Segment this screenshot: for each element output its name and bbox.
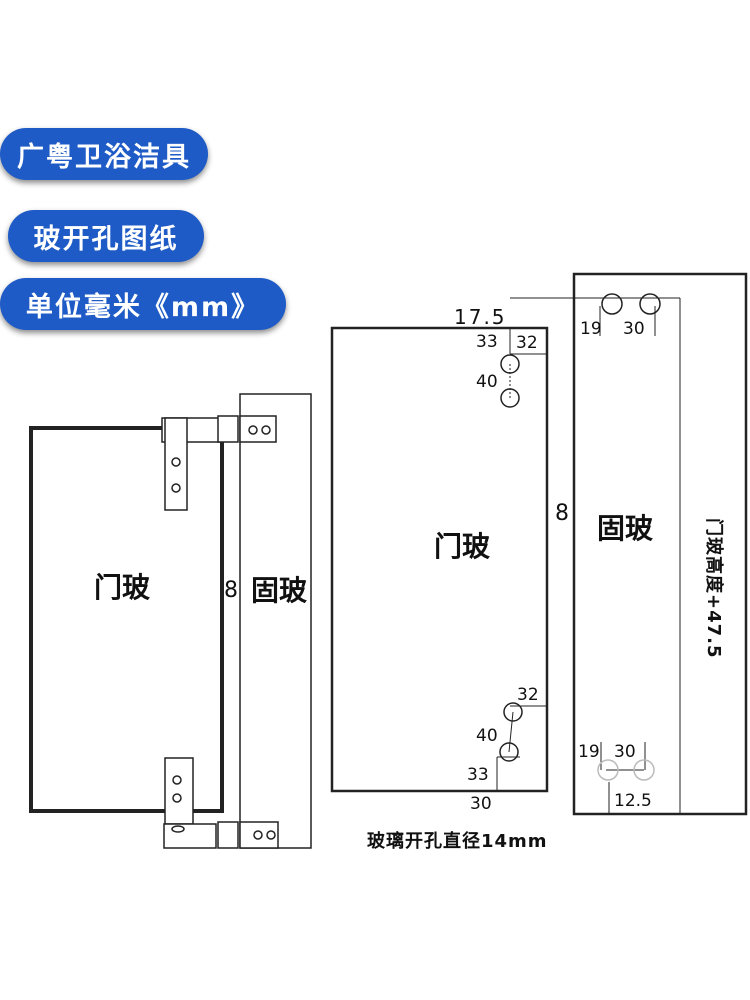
left-top-hinge — [161, 415, 277, 511]
left-bottom-hinge — [163, 757, 279, 849]
left-door-label: 门玻 — [94, 571, 150, 604]
door-top-spacing-label: 40 — [476, 372, 498, 392]
right-gap-label: 8 — [555, 501, 569, 526]
unit-badge: 单位毫米《mm》 — [0, 278, 286, 330]
door-bottom-hole-1 — [503, 702, 523, 722]
right-fixed-glass — [572, 272, 748, 816]
fixed-bottom-right-label: 30 — [614, 742, 636, 762]
fixed-bottom-left-label: 19 — [578, 742, 600, 762]
door-bottom-hole-2 — [499, 742, 519, 762]
right-holes — [499, 293, 661, 781]
door-bottom-spacing-label: 40 — [476, 726, 498, 746]
door-bottom-offset-label: 30 — [470, 794, 492, 814]
door-top-h-label: 32 — [516, 333, 538, 353]
right-assembly — [330, 272, 748, 816]
fixed-top-hole-2 — [639, 293, 661, 315]
door-bottom-h-label: 32 — [517, 685, 539, 705]
offset-top-label: 17.5 — [454, 305, 507, 329]
fixed-bottom-hole-2 — [633, 759, 655, 781]
fixed-top-right-label: 30 — [623, 319, 645, 339]
title-badge: 玻开孔图纸 — [8, 210, 204, 262]
fixed-height-note: 门玻高度+47.5 — [703, 518, 725, 659]
door-top-hole-1 — [500, 354, 520, 374]
dimension-lines — [466, 297, 681, 815]
door-top-v-label: 33 — [476, 332, 498, 352]
fixed-top-left-label: 19 — [580, 319, 602, 339]
left-gap-label: 8 — [224, 578, 238, 603]
right-fixed-label: 固玻 — [597, 512, 653, 545]
left-fixed-glass — [239, 393, 312, 849]
left-door-glass — [29, 426, 224, 813]
fixed-top-hole-1 — [601, 293, 623, 315]
fixed-bottom-hole-1 — [597, 759, 619, 781]
right-door-label: 门玻 — [434, 530, 490, 563]
brand-badge: 广粤卫浴洁具 — [0, 128, 208, 180]
left-assembly — [29, 393, 312, 849]
hole-diameter-note: 玻璃开孔直径14mm — [367, 830, 548, 852]
left-fixed-label: 固玻 — [251, 574, 307, 607]
door-bottom-v-label: 33 — [467, 765, 489, 785]
door-top-hole-2 — [500, 388, 520, 408]
fixed-bottom-v-label: 12.5 — [614, 791, 652, 811]
right-door-glass — [330, 326, 549, 793]
